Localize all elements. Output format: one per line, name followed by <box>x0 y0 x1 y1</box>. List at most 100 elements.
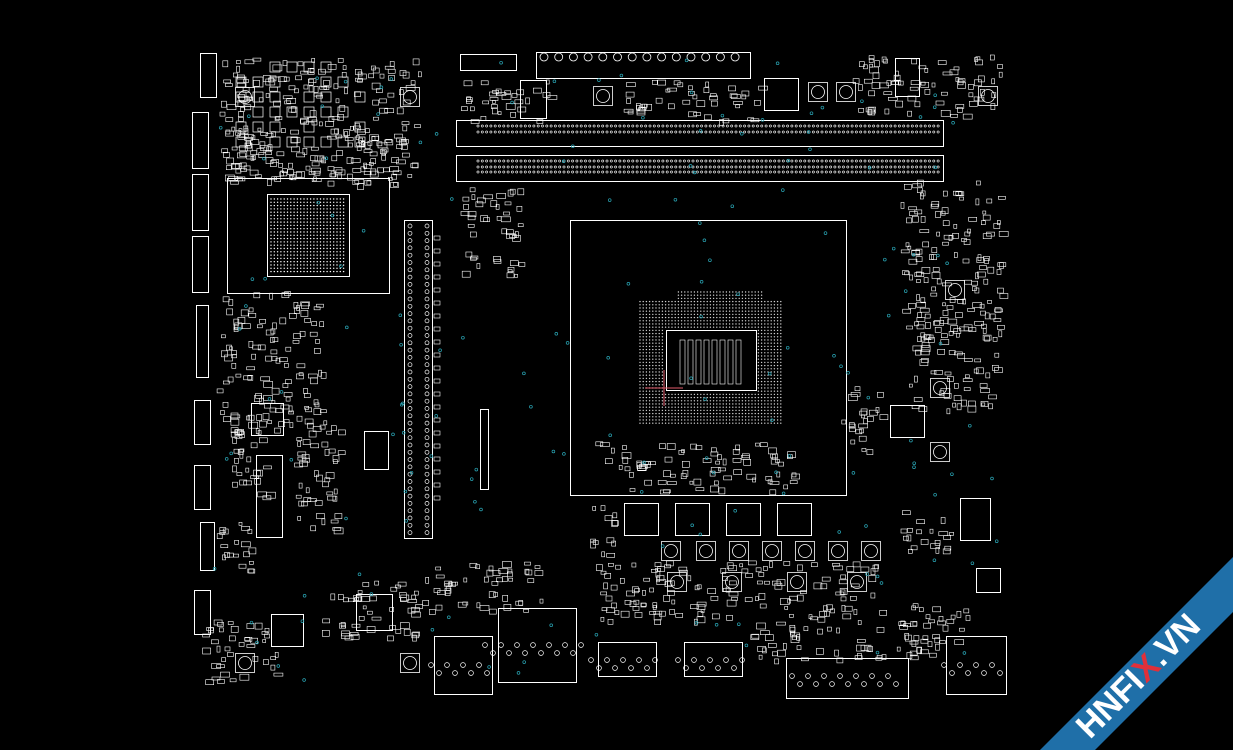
dimm-slot-a[interactable] <box>456 120 944 147</box>
left-header-8[interactable] <box>200 522 215 571</box>
pcie-pin <box>424 267 430 273</box>
dimm-pin <box>837 159 841 163</box>
left-header-1[interactable] <box>200 53 217 98</box>
cpu-pad <box>648 390 651 392</box>
left-header-7[interactable] <box>194 465 211 510</box>
smd-component <box>955 77 960 82</box>
left-header-3[interactable] <box>192 174 209 231</box>
smd-component <box>703 87 710 93</box>
smd-component <box>216 533 223 540</box>
cap-outline <box>836 82 856 102</box>
chipset-ball <box>342 257 345 260</box>
smd-component <box>916 529 922 535</box>
smd-component <box>372 67 380 74</box>
smd-component <box>368 73 374 79</box>
cpu-pad <box>776 403 779 405</box>
chipset-ball <box>309 251 312 253</box>
smd-component <box>642 589 646 596</box>
rear-io-hdmi-dp[interactable] <box>786 658 909 699</box>
chipset-ball <box>313 244 315 246</box>
dimm-pin <box>523 130 527 134</box>
cpu-socket-outline[interactable] <box>570 220 847 496</box>
dimm-pin <box>674 130 678 134</box>
header-right[interactable] <box>960 498 991 541</box>
cpu-pad <box>693 393 696 396</box>
front-panel-header[interactable] <box>256 455 283 538</box>
dimm-pin <box>502 165 506 169</box>
chipset-ball <box>306 257 308 260</box>
chipset-ball <box>326 251 328 253</box>
smd-component <box>460 211 470 216</box>
cpu-pad <box>652 406 654 408</box>
cpu-fan-header[interactable] <box>460 54 517 71</box>
smd-component <box>444 590 451 596</box>
dimm-pin <box>829 170 833 174</box>
pcie-pin <box>424 355 430 360</box>
cpu-pad <box>770 380 772 383</box>
dimm-pin <box>738 159 742 163</box>
cpu-cap-block <box>735 339 742 385</box>
cpu-pad <box>693 304 696 306</box>
smd-component <box>991 92 997 98</box>
dimm-pin <box>936 130 940 134</box>
rear-io-vga[interactable] <box>598 642 657 677</box>
dimm-pin <box>652 159 656 163</box>
cpu-pad <box>639 380 641 383</box>
dimm-pin <box>713 170 716 174</box>
atx-24pin-connector[interactable] <box>536 52 751 79</box>
cpu-pad <box>655 400 657 402</box>
chipset-ball <box>270 224 272 227</box>
smd-component <box>717 454 722 461</box>
chipset-ball <box>326 201 328 203</box>
test-via <box>994 539 999 543</box>
cap-outline <box>729 541 749 561</box>
chipset-outline[interactable] <box>227 178 390 294</box>
chipset-ball <box>273 267 275 269</box>
cpu-pad <box>700 294 702 296</box>
smd-component <box>962 113 973 120</box>
smd-component <box>248 340 254 348</box>
cpu-pad <box>642 396 644 399</box>
cpu-pad <box>639 307 641 309</box>
smd-component <box>636 110 646 116</box>
m2-slot[interactable] <box>480 409 489 490</box>
smd-component <box>955 332 960 338</box>
left-header-2[interactable] <box>192 112 209 169</box>
smd-component <box>827 626 832 632</box>
bios-chip[interactable] <box>364 431 389 470</box>
dimm-pin <box>614 159 618 163</box>
cpu-pad <box>780 416 782 418</box>
chipset-ball <box>270 221 272 223</box>
dimm-pin <box>743 165 747 169</box>
cpu-pad <box>645 374 648 376</box>
rear-io-dvi[interactable] <box>684 642 743 677</box>
pcie-slot[interactable] <box>404 220 433 539</box>
lan-chip[interactable] <box>271 614 304 647</box>
cpu-pad <box>655 348 657 351</box>
cpu-pad <box>661 419 664 421</box>
cpu-pad <box>732 291 734 293</box>
cpu-pad <box>760 297 763 300</box>
rear-io-usb-stack[interactable] <box>434 636 493 695</box>
dimm-pin <box>773 130 777 134</box>
chipset-ball <box>273 208 275 210</box>
pcie-pin <box>407 347 413 353</box>
super-io-chip[interactable] <box>356 594 393 631</box>
chipset-ball <box>303 251 305 253</box>
dimm-pin <box>730 165 734 169</box>
smd-component <box>940 517 946 524</box>
dimm-pin <box>635 159 639 163</box>
left-header-6[interactable] <box>194 400 211 445</box>
cpu-pad <box>696 294 699 296</box>
dimm-slot-b[interactable] <box>456 155 944 182</box>
audio-chip[interactable] <box>251 403 284 436</box>
smd-component <box>667 481 677 485</box>
left-header-4[interactable] <box>192 236 209 293</box>
chipset-ball <box>336 270 338 273</box>
cpu-pad <box>652 339 654 341</box>
smd-component <box>739 563 744 568</box>
cpu-pad <box>712 409 715 412</box>
left-header-5[interactable] <box>196 305 209 378</box>
smd-component <box>280 170 284 177</box>
